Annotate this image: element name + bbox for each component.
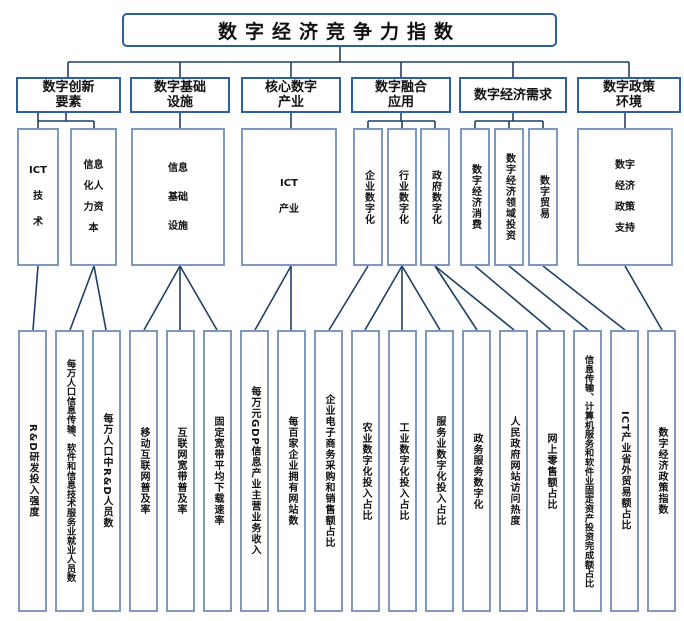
- connector-line: [434, 265, 515, 331]
- sub-enterprise-digitalization: 企业数字化: [353, 128, 383, 266]
- sub-label: 企业数字化: [362, 169, 374, 225]
- indicator-label: 固定宽带平均下载速率: [212, 416, 223, 526]
- indicator-label: 每万人口信息传输、软件和信息技术服务业就业人员数: [64, 359, 76, 583]
- sub-label: ICT 产业: [279, 178, 299, 215]
- indicator-agriculture-digital: 农业数字化投入占比: [351, 330, 380, 612]
- indicator-ecommerce-share: 企业电子商务采购和销售额占比: [314, 330, 343, 612]
- indicator-online-retail: 网上零售额占比: [536, 330, 565, 612]
- sub-label: 行业数字化: [396, 169, 408, 225]
- category-label: 数字经济需求: [473, 87, 552, 103]
- indicator-service-digital: 服务业数字化投入占比: [425, 330, 454, 612]
- connector-line: [254, 265, 292, 331]
- indicator-mobile-internet: 移动互联网普及率: [129, 330, 158, 612]
- indicator-label: R&D研发投入强度: [27, 424, 38, 518]
- indicator-label: 移动互联网普及率: [138, 427, 149, 515]
- indicator-label: 信息传输、计算机服务和软件业固定资产投资完成额占比: [582, 354, 594, 588]
- indicator-download-speed: 固定宽带平均下载速率: [203, 330, 232, 612]
- sub-informatization-human-capital: 信息 化人 力资 本: [70, 128, 117, 266]
- connector-line: [69, 265, 95, 331]
- connector-line: [32, 265, 39, 331]
- sub-label: 信息 基础 设施: [168, 162, 188, 232]
- sub-digital-consumption: 数字经济消费: [460, 128, 490, 266]
- indicator-info-industry-revenue: 每万元GDP信息产业主营业务收入: [240, 330, 269, 612]
- sub-digital-trade: 数字贸易: [528, 128, 558, 266]
- indicator-label: 企业电子商务采购和销售额占比: [323, 394, 334, 548]
- category-label: 数字基础设施: [153, 80, 206, 110]
- sub-industry-digitalization: 行业数字化: [387, 128, 417, 266]
- connector-line: [364, 265, 403, 331]
- indicator-it-fixed-investment: 信息传输、计算机服务和软件业固定资产投资完成额占比: [573, 330, 602, 612]
- connector-line: [542, 265, 626, 331]
- category-digital-policy: 数字政策环境: [577, 77, 681, 113]
- sub-label: 数字经济消费: [469, 164, 481, 230]
- indicator-label: 工业数字化投入占比: [397, 421, 408, 521]
- sub-information-infrastructure: 信息 基础 设施: [131, 128, 225, 266]
- sub-label: ICT 技 术: [29, 165, 47, 228]
- sub-digital-policy-support: 数字 经济 政策 支持: [577, 128, 673, 266]
- connector-line: [508, 265, 589, 331]
- connector-line: [143, 265, 181, 331]
- indicator-it-employment: 每万人口信息传输、软件和信息技术服务业就业人员数: [55, 330, 84, 612]
- indicator-label: 农业数字化投入占比: [360, 421, 371, 521]
- indicator-gov-website-traffic: 人民政府网站访问热度: [499, 330, 528, 612]
- indicator-label: ICT产业省外贸易额占比: [619, 411, 630, 531]
- root-title-box: 数字经济竞争力指数: [122, 13, 557, 47]
- indicator-rd-personnel: 每万人口中R&D人员数: [92, 330, 121, 612]
- category-digital-infrastructure: 数字基础设施: [130, 77, 230, 113]
- indicator-label: 人民政府网站访问热度: [508, 416, 519, 526]
- indicator-label: 政务服务数字化: [471, 432, 482, 510]
- sub-government-digitalization: 政府数字化: [420, 128, 450, 266]
- sub-label: 政府数字化: [429, 169, 441, 225]
- connector-line: [434, 265, 478, 331]
- indicator-label: 每百家企业拥有网站数: [286, 416, 297, 526]
- indicator-label: 数字经济政策指数: [656, 427, 667, 515]
- indicator-gov-service-digital: 政务服务数字化: [462, 330, 491, 612]
- category-digital-integration: 数字融合应用: [351, 77, 451, 113]
- indicator-label: 网上零售额占比: [545, 432, 556, 510]
- indicator-rd-intensity: R&D研发投入强度: [18, 330, 47, 612]
- connector-line: [93, 265, 107, 331]
- sub-label: 信息 化人 力资 本: [83, 160, 104, 234]
- indicator-industry-digital: 工业数字化投入占比: [388, 330, 417, 612]
- category-label: 数字创新要素: [42, 80, 95, 110]
- root-title: 数字经济竞争力指数: [217, 20, 461, 43]
- category-label: 数字政策环境: [602, 80, 655, 110]
- indicator-enterprise-websites: 每百家企业拥有网站数: [277, 330, 306, 612]
- indicator-broadband: 互联网宽带普及率: [166, 330, 195, 612]
- connector-line: [624, 265, 663, 331]
- sub-digital-investment: 数字经济领域投资: [494, 128, 524, 266]
- category-digital-innovation: 数字创新要素: [16, 77, 121, 113]
- sub-label: 数字贸易: [537, 175, 549, 219]
- category-core-digital-industry: 核心数字产业: [241, 77, 341, 113]
- indicator-label: 互联网宽带普及率: [175, 427, 186, 515]
- connector-line: [474, 265, 552, 331]
- sub-ict-industry: ICT 产业: [241, 128, 337, 266]
- connector-line: [401, 265, 441, 331]
- connector-line: [179, 265, 218, 331]
- indicator-label: 服务业数字化投入占比: [434, 416, 445, 526]
- sub-label: 数字 经济 政策 支持: [615, 160, 635, 234]
- indicator-label: 每万人口中R&D人员数: [101, 413, 112, 529]
- sub-ict-technology: ICT 技 术: [17, 128, 59, 266]
- category-label: 数字融合应用: [374, 80, 427, 110]
- indicator-ict-trade: ICT产业省外贸易额占比: [610, 330, 639, 612]
- connector-line: [328, 265, 369, 331]
- category-label: 核心数字产业: [264, 80, 317, 110]
- indicator-policy-index: 数字经济政策指数: [647, 330, 676, 612]
- category-digital-demand: 数字经济需求: [459, 77, 567, 113]
- indicator-label: 每万元GDP信息产业主营业务收入: [249, 386, 260, 556]
- sub-label: 数字经济领域投资: [503, 153, 515, 241]
